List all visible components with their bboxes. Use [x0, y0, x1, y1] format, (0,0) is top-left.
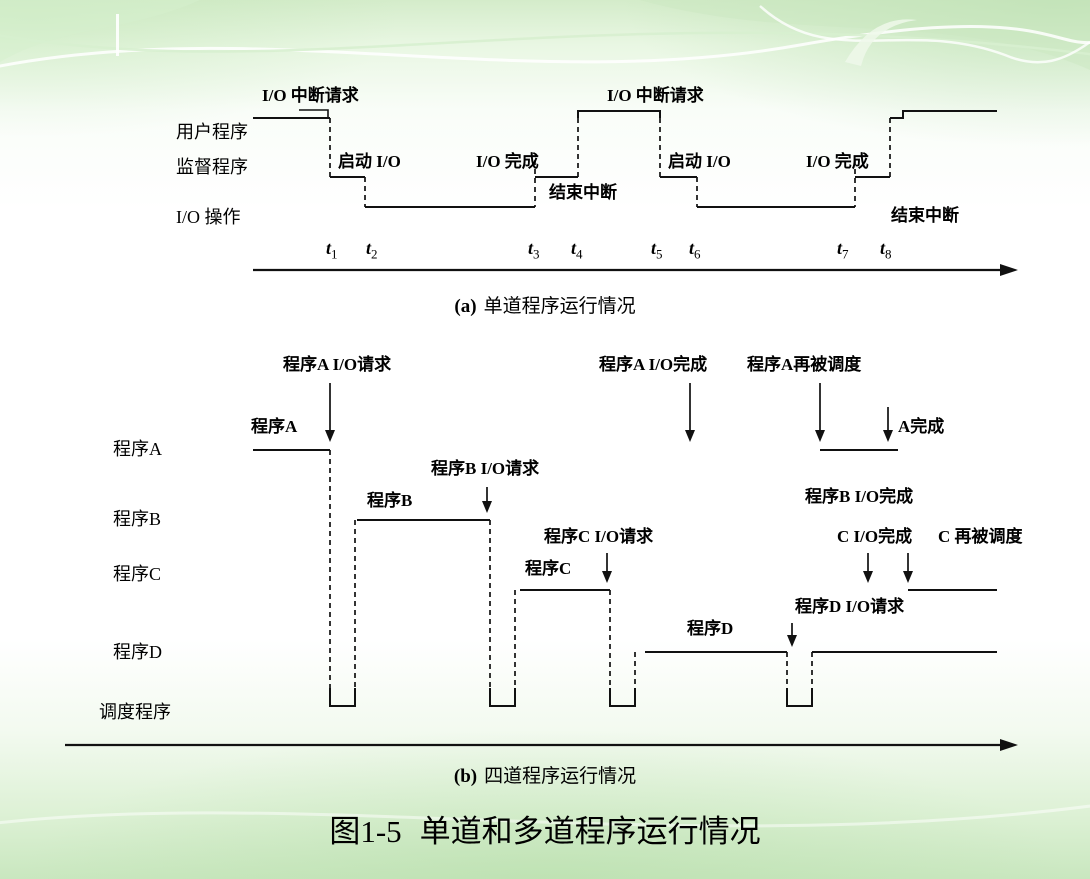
t1-base: t — [326, 238, 332, 258]
inline-label-program-b: 程序B — [367, 491, 413, 510]
time-label-t6: t6 — [689, 238, 701, 262]
t8-base: t — [880, 238, 886, 258]
annotation-a-io-request: 程序A I/O请求 — [283, 355, 392, 374]
annotation-end-interrupt-1: 结束中断 — [549, 183, 617, 202]
annotation-start-io-2: 启动 I/O — [668, 152, 731, 171]
caption-a-prefix: (a) — [454, 296, 477, 317]
t3-base: t — [528, 238, 534, 258]
inline-label-program-c: 程序C — [525, 559, 572, 578]
annotation-a-done: A完成 — [898, 417, 945, 436]
annotation-io-complete-1: I/O 完成 — [476, 152, 539, 171]
t7-base: t — [837, 238, 843, 258]
waveform-b-dashed — [329, 450, 813, 688]
row-label-scheduler: 调度程序 — [99, 702, 171, 722]
t7-sub: 7 — [842, 246, 849, 262]
annotation-io-interrupt-request-1: I/O 中断请求 — [262, 86, 359, 105]
decor-corner-wedge — [640, 0, 1090, 70]
annotation-c-io-complete: C I/O完成 — [837, 527, 913, 546]
row-label-program-c: 程序C — [113, 564, 162, 584]
caption-b: (b) 四道程序运行情况 — [0, 761, 1090, 788]
t5-sub: 5 — [656, 246, 663, 262]
arrow-heads — [325, 430, 913, 647]
axis-a-arrowhead — [1000, 264, 1018, 276]
waveform-a-solid — [253, 109, 997, 208]
figure-title: 图1-5 单道和多道程序运行情况 — [0, 806, 1090, 851]
decor-swirl-bottom — [0, 804, 1090, 828]
t4-base: t — [571, 238, 577, 258]
figure-title-number: 图1-5 — [329, 814, 402, 849]
caption-a: (a) 单道程序运行情况 — [0, 291, 1090, 318]
t2-sub: 2 — [371, 246, 378, 262]
t6-sub: 6 — [694, 246, 701, 262]
annotation-d-io-request: 程序D I/O请求 — [795, 597, 905, 616]
time-label-t1: t1 — [326, 238, 338, 262]
decor-leaf — [845, 19, 917, 66]
figure-title-text: 单道和多道程序运行情况 — [419, 814, 761, 849]
annotation-c-io-request: 程序C I/O请求 — [544, 527, 654, 546]
t6-base: t — [689, 238, 695, 258]
annotation-io-interrupt-request-2: I/O 中断请求 — [607, 86, 704, 105]
t8-sub: 8 — [885, 246, 892, 262]
t5-base: t — [651, 238, 657, 258]
annotation-io-complete-2: I/O 完成 — [806, 152, 869, 171]
waveform-b-solid — [253, 449, 997, 653]
annotation-b-io-request: 程序B I/O请求 — [431, 459, 540, 478]
scheduler-pulses — [329, 688, 813, 707]
t3-sub: 3 — [533, 246, 540, 262]
decor-left-wedge — [0, 0, 200, 62]
annotation-arrows — [325, 383, 913, 647]
time-label-t3: t3 — [528, 238, 540, 262]
annotation-a-io-complete: 程序A I/O完成 — [599, 355, 708, 374]
t4-sub: 4 — [576, 246, 583, 262]
time-label-t5: t5 — [651, 238, 663, 262]
time-label-t2: t2 — [366, 238, 378, 262]
axis-b — [65, 739, 1018, 751]
arrow-shafts — [329, 383, 909, 637]
t2-base: t — [366, 238, 372, 258]
caption-b-text: 四道程序运行情况 — [484, 766, 637, 787]
row-label-io-operation: I/O 操作 — [176, 207, 241, 227]
annotation-start-io-1: 启动 I/O — [338, 152, 401, 171]
inline-label-program-d: 程序D — [687, 619, 734, 638]
row-label-user-program: 用户程序 — [176, 122, 248, 142]
axis-b-arrowhead — [1000, 739, 1018, 751]
caption-b-prefix: (b) — [453, 766, 478, 787]
annotation-end-interrupt-2: 结束中断 — [891, 206, 959, 225]
decor-tick — [116, 14, 119, 56]
decor-swirl-3 — [759, 5, 1090, 64]
waveform-a-dashed — [329, 118, 891, 207]
row-label-program-d: 程序D — [113, 642, 162, 662]
annotation-b-io-complete: 程序B I/O完成 — [805, 487, 914, 506]
row-label-program-a: 程序A — [113, 439, 162, 459]
decor-swirl-1 — [0, 25, 1090, 68]
row-label-supervisor-program: 监督程序 — [176, 157, 248, 177]
inline-label-program-a: 程序A — [251, 417, 298, 436]
decor-swirl-2 — [0, 31, 1090, 56]
time-label-t7: t7 — [837, 238, 849, 262]
annotation-c-rescheduled: C 再被调度 — [938, 527, 1023, 546]
annotation-a-rescheduled: 程序A再被调度 — [747, 355, 862, 374]
caption-a-text: 单道程序运行情况 — [483, 296, 636, 317]
time-label-t8: t8 — [880, 238, 892, 262]
t1-sub: 1 — [331, 246, 338, 262]
axis-a — [253, 264, 1018, 276]
time-label-t4: t4 — [571, 238, 583, 262]
row-label-program-b: 程序B — [113, 509, 162, 529]
